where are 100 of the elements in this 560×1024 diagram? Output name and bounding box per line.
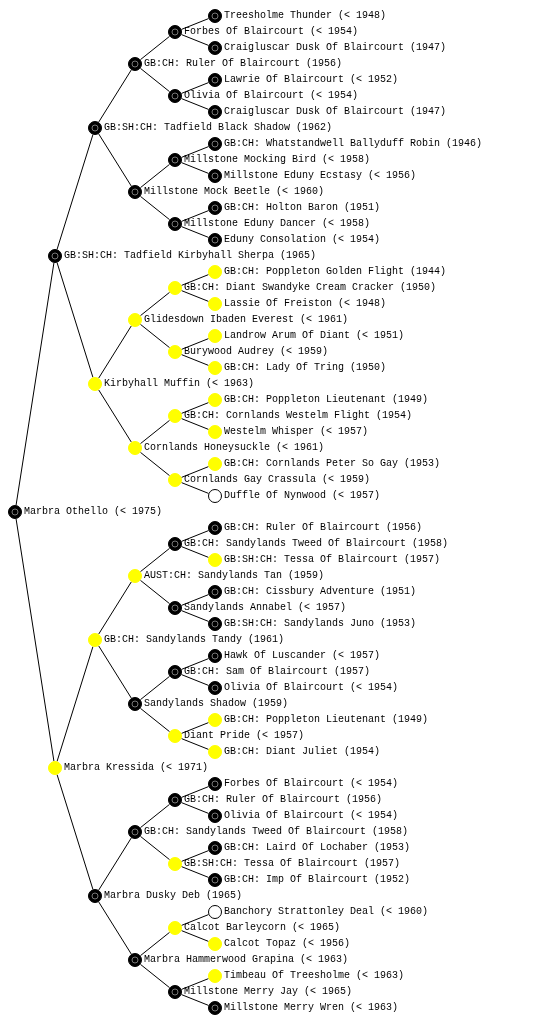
node-marker — [168, 985, 182, 999]
node-marker — [88, 377, 102, 391]
name-label: Diant Pride (< 1957) — [184, 731, 305, 741]
connector-line — [181, 418, 209, 430]
node-marker — [168, 793, 182, 807]
name-label: Calcot Topaz (< 1956) — [224, 939, 351, 949]
connector-line — [181, 722, 209, 734]
node-marker — [208, 713, 222, 727]
node-marker — [208, 841, 222, 855]
node-marker — [168, 345, 182, 359]
connector-line — [139, 419, 171, 445]
connector-line — [181, 930, 209, 942]
node-marker — [208, 73, 222, 87]
name-label: Kirbyhall Muffin (< 1963) — [104, 379, 255, 389]
node-marker — [168, 153, 182, 167]
connector-line — [181, 466, 209, 478]
node-marker — [168, 89, 182, 103]
name-label: Marbra Dusky Deb (1965) — [104, 891, 243, 901]
connector-line — [181, 162, 209, 174]
name-label: GB:CH: Sam Of Blaircourt (1957) — [184, 667, 371, 677]
connector-line — [56, 774, 94, 890]
node-marker — [168, 601, 182, 615]
node-marker — [88, 633, 102, 647]
name-label: Hawk Of Luscander (< 1957) — [224, 651, 381, 661]
connector-line — [181, 482, 209, 494]
connector-line — [181, 34, 209, 46]
node-marker — [208, 457, 222, 471]
node-marker — [208, 9, 222, 23]
connector-line — [98, 389, 132, 443]
name-label: GB:CH: Whatstandwell Ballyduff Robin (1946) — [224, 139, 483, 149]
node-marker — [208, 489, 222, 503]
connector-line — [139, 451, 171, 477]
node-marker — [208, 169, 222, 183]
connector-line — [139, 931, 171, 957]
name-label: Duffle Of Nynwood (< 1957) — [224, 491, 381, 501]
node-marker — [208, 137, 222, 151]
name-label: Cornlands Gay Crassula (< 1959) — [184, 475, 371, 485]
name-label: GB:SH:CH: Tessa Of Blaircourt (1957) — [224, 555, 441, 565]
node-marker — [128, 569, 142, 583]
connector-line — [98, 645, 132, 699]
connector-line — [181, 274, 209, 286]
name-label: Olivia Of Blaircourt (< 1954) — [224, 683, 399, 693]
node-marker — [208, 41, 222, 55]
connector-line — [139, 547, 171, 573]
node-marker — [128, 697, 142, 711]
node-marker — [128, 441, 142, 455]
node-marker — [208, 361, 222, 375]
connector-line — [98, 901, 132, 955]
name-label: Sandylands Annabel (< 1957) — [184, 603, 347, 613]
name-label: Burywood Audrey (< 1959) — [184, 347, 329, 357]
connector-line — [98, 133, 132, 187]
node-marker — [208, 585, 222, 599]
node-marker — [208, 329, 222, 343]
name-label: GB:CH: Sandylands Tweed Of Blaircourt (1958) — [184, 539, 449, 549]
node-marker — [208, 809, 222, 823]
name-label: Westelm Whisper (< 1957) — [224, 427, 369, 437]
connector-line — [15, 518, 55, 762]
node-marker — [88, 889, 102, 903]
name-label: GB:CH: Poppleton Lieutenant (1949) — [224, 395, 429, 405]
connector-line — [98, 325, 132, 379]
connector-line — [181, 98, 209, 110]
node-marker — [168, 537, 182, 551]
connector-line — [181, 994, 209, 1006]
connector-line — [181, 786, 209, 798]
name-label: Banchory Strattonley Deal (< 1960) — [224, 907, 429, 917]
name-label: Millstone Merry Wren (< 1963) — [224, 1003, 399, 1013]
connector-line — [139, 835, 171, 861]
connector-line — [181, 850, 209, 862]
connector-line — [139, 707, 171, 733]
node-marker — [168, 729, 182, 743]
node-marker — [128, 825, 142, 839]
name-label: Craigluscar Dusk Of Blaircourt (1947) — [224, 43, 447, 53]
name-label: Forbes Of Blaircourt (< 1954) — [184, 27, 359, 37]
name-label: GB:CH: Ruler Of Blaircourt (1956) — [144, 59, 343, 69]
connector-line — [181, 978, 209, 990]
node-marker — [208, 105, 222, 119]
node-marker — [208, 297, 222, 311]
name-label: Cornlands Honeysuckle (< 1961) — [144, 443, 325, 453]
connector-line — [98, 837, 132, 891]
connector-line — [181, 658, 209, 670]
name-label: Treesholme Thunder (< 1948) — [224, 11, 387, 21]
name-label: GB:CH: Laird Of Lochaber (1953) — [224, 843, 411, 853]
name-label: Landrow Arum Of Diant (< 1951) — [224, 331, 405, 341]
node-marker — [48, 761, 62, 775]
connector-line — [181, 866, 209, 878]
connector-line — [139, 35, 171, 61]
connector-line — [181, 354, 209, 366]
name-label: Calcot Barleycorn (< 1965) — [184, 923, 341, 933]
node-marker — [168, 665, 182, 679]
node-marker — [208, 969, 222, 983]
node-marker — [128, 953, 142, 967]
connector-line — [56, 646, 94, 762]
name-label: Sandylands Shadow (1959) — [144, 699, 289, 709]
connector-line — [181, 210, 209, 222]
node-marker — [168, 857, 182, 871]
name-label: Lawrie Of Blaircourt (< 1952) — [224, 75, 399, 85]
name-label: Glidesdown Ibaden Everest (< 1961) — [144, 315, 349, 325]
node-marker — [208, 201, 222, 215]
node-marker — [208, 905, 222, 919]
node-marker — [168, 409, 182, 423]
